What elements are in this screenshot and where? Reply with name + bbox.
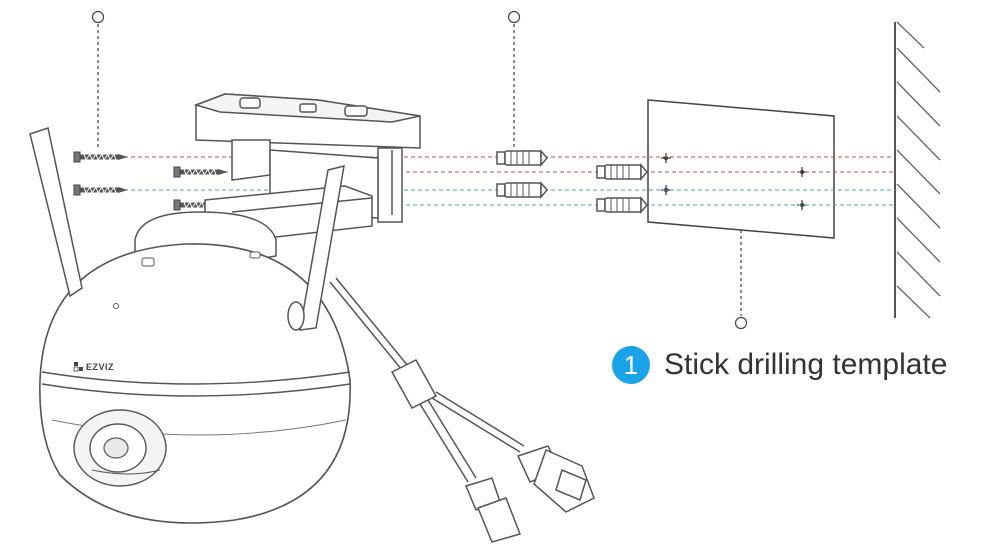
screw [174, 167, 228, 177]
drilling-template-sheet [647, 99, 835, 239]
step-title: Stick drilling template [664, 348, 948, 381]
antenna-left [29, 127, 83, 298]
screw [74, 152, 128, 162]
ezviz-logo: EZVIZ [73, 362, 114, 372]
wall-anchor [496, 182, 548, 198]
antenna-right [287, 164, 345, 331]
wall [894, 21, 941, 319]
step-caption: 1 Stick drilling template [612, 346, 947, 384]
wall-anchor [496, 150, 548, 166]
camera-body: EZVIZ [39, 211, 351, 524]
svg-text:EZVIZ: EZVIZ [86, 362, 114, 372]
callout-pointers [91, 10, 748, 330]
screw [74, 185, 128, 195]
wall-anchors [496, 150, 648, 213]
wall-anchor [596, 197, 648, 213]
cables [329, 277, 595, 543]
step-number-badge: 1 [612, 346, 650, 384]
wall-anchor [596, 164, 648, 180]
